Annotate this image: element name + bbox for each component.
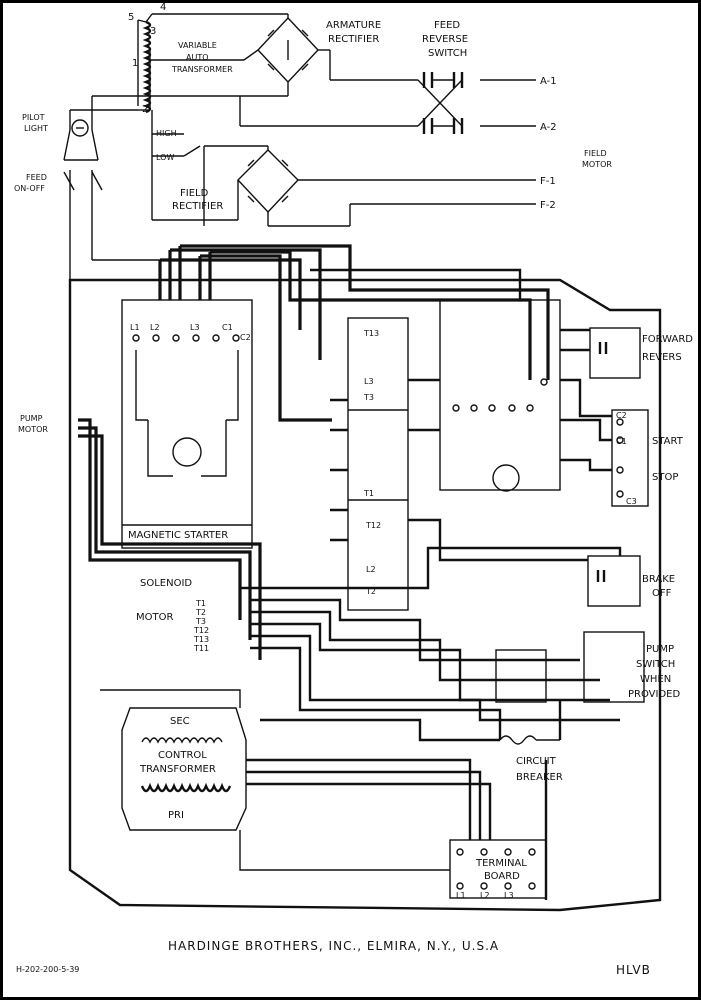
pump-switch-label: PUMP SWITCH WHEN PROVIDED: [628, 644, 680, 700]
start-stop-box: [611, 409, 649, 507]
control-transformer-box: [121, 707, 247, 831]
top-wires: [69, 13, 536, 280]
starter-terminals: [132, 334, 240, 342]
magnetic-starter-label: MAGNETIC STARTER: [128, 530, 228, 541]
wiring-harness: [78, 244, 622, 900]
forward-reverse-box: [589, 327, 641, 379]
f2-label: F-2: [540, 200, 556, 211]
pump-motor-label: PUMP MOTOR: [18, 414, 48, 434]
stop-label: STOP: [652, 472, 678, 483]
a2-label: A-2: [540, 122, 557, 133]
brake-off-label: BRAKE OFF: [642, 574, 678, 599]
high-label: HIGH: [156, 129, 177, 138]
start-label: START: [652, 436, 684, 447]
motor-label: MOTOR: [136, 612, 173, 623]
armature-rectifier-label: ARMATURE RECTIFIER: [326, 20, 384, 45]
low-label: LOW: [156, 153, 174, 162]
terminal-board-label: TERMINAL BOARD: [475, 858, 530, 882]
pri-label: PRI: [168, 810, 184, 821]
field-rectifier-bridge: [237, 149, 299, 214]
variable-auto-transformer-label: VARIABLE AUTO TRANSFORMER: [171, 41, 233, 74]
switch-terminal-labels: C2 C1 C3: [616, 411, 637, 506]
field-motor-label: FIELD MOTOR: [582, 149, 612, 169]
circuit-breaker-label: CIRCUIT BREAKER: [516, 756, 563, 783]
pilot-light-and-switch: [63, 119, 103, 191]
svg-text:5: 5: [128, 12, 134, 23]
f1-label: F-1: [540, 176, 556, 187]
feed-reverse-switch-label: FEED REVERSE SWITCH: [422, 20, 471, 59]
armature-rectifier-bridge: [257, 16, 319, 84]
svg-text:2: 2: [142, 104, 148, 115]
brake-box: [587, 555, 641, 607]
solenoid-label: SOLENOID: [140, 578, 192, 589]
terminal-labels: L1 L2 L3: [456, 891, 514, 900]
forward-reverse-label: FORWARD REVERS: [642, 334, 696, 363]
field-rectifier-label: FIELD RECTIFIER: [172, 188, 223, 212]
circuit-breaker: [499, 735, 560, 745]
feed-on-off-label: FEED ON-OFF: [14, 173, 49, 193]
magnetic-starter-box: [121, 299, 253, 549]
manufacturer-footer: HARDINGE BROTHERS, INC., ELMIRA, N.Y., U…: [168, 939, 499, 953]
feed-reverse-switch-contacts: [417, 72, 464, 134]
control-transformer-label: CONTROL TRANSFORMER: [139, 750, 216, 775]
relay-panel: [347, 299, 561, 611]
pilot-light-label: PILOT LIGHT: [22, 113, 48, 133]
starter-terminal-labels: L1 L2 L3 C1 C2: [130, 323, 251, 342]
svg-text:3: 3: [150, 26, 156, 37]
sec-label: SEC: [170, 716, 190, 727]
svg-text:4: 4: [160, 2, 166, 13]
control-enclosure: [68, 278, 662, 912]
pump-switch-box: [495, 631, 645, 703]
motor-lead-labels: T1 T2 T3 T12 T13 T11: [193, 599, 212, 653]
tap-numbers: 5 4 3 1 2: [128, 2, 166, 115]
terminal-board-box: [449, 839, 547, 899]
svg-text:1: 1: [132, 58, 138, 69]
model-label: HLVB: [616, 963, 651, 977]
a1-label: A-1: [540, 76, 557, 87]
relay-terminal-labels: T13 L3 T3 T1 T12 L2 T2: [363, 329, 384, 596]
drawing-number: H-202-200-5-39: [16, 965, 79, 974]
